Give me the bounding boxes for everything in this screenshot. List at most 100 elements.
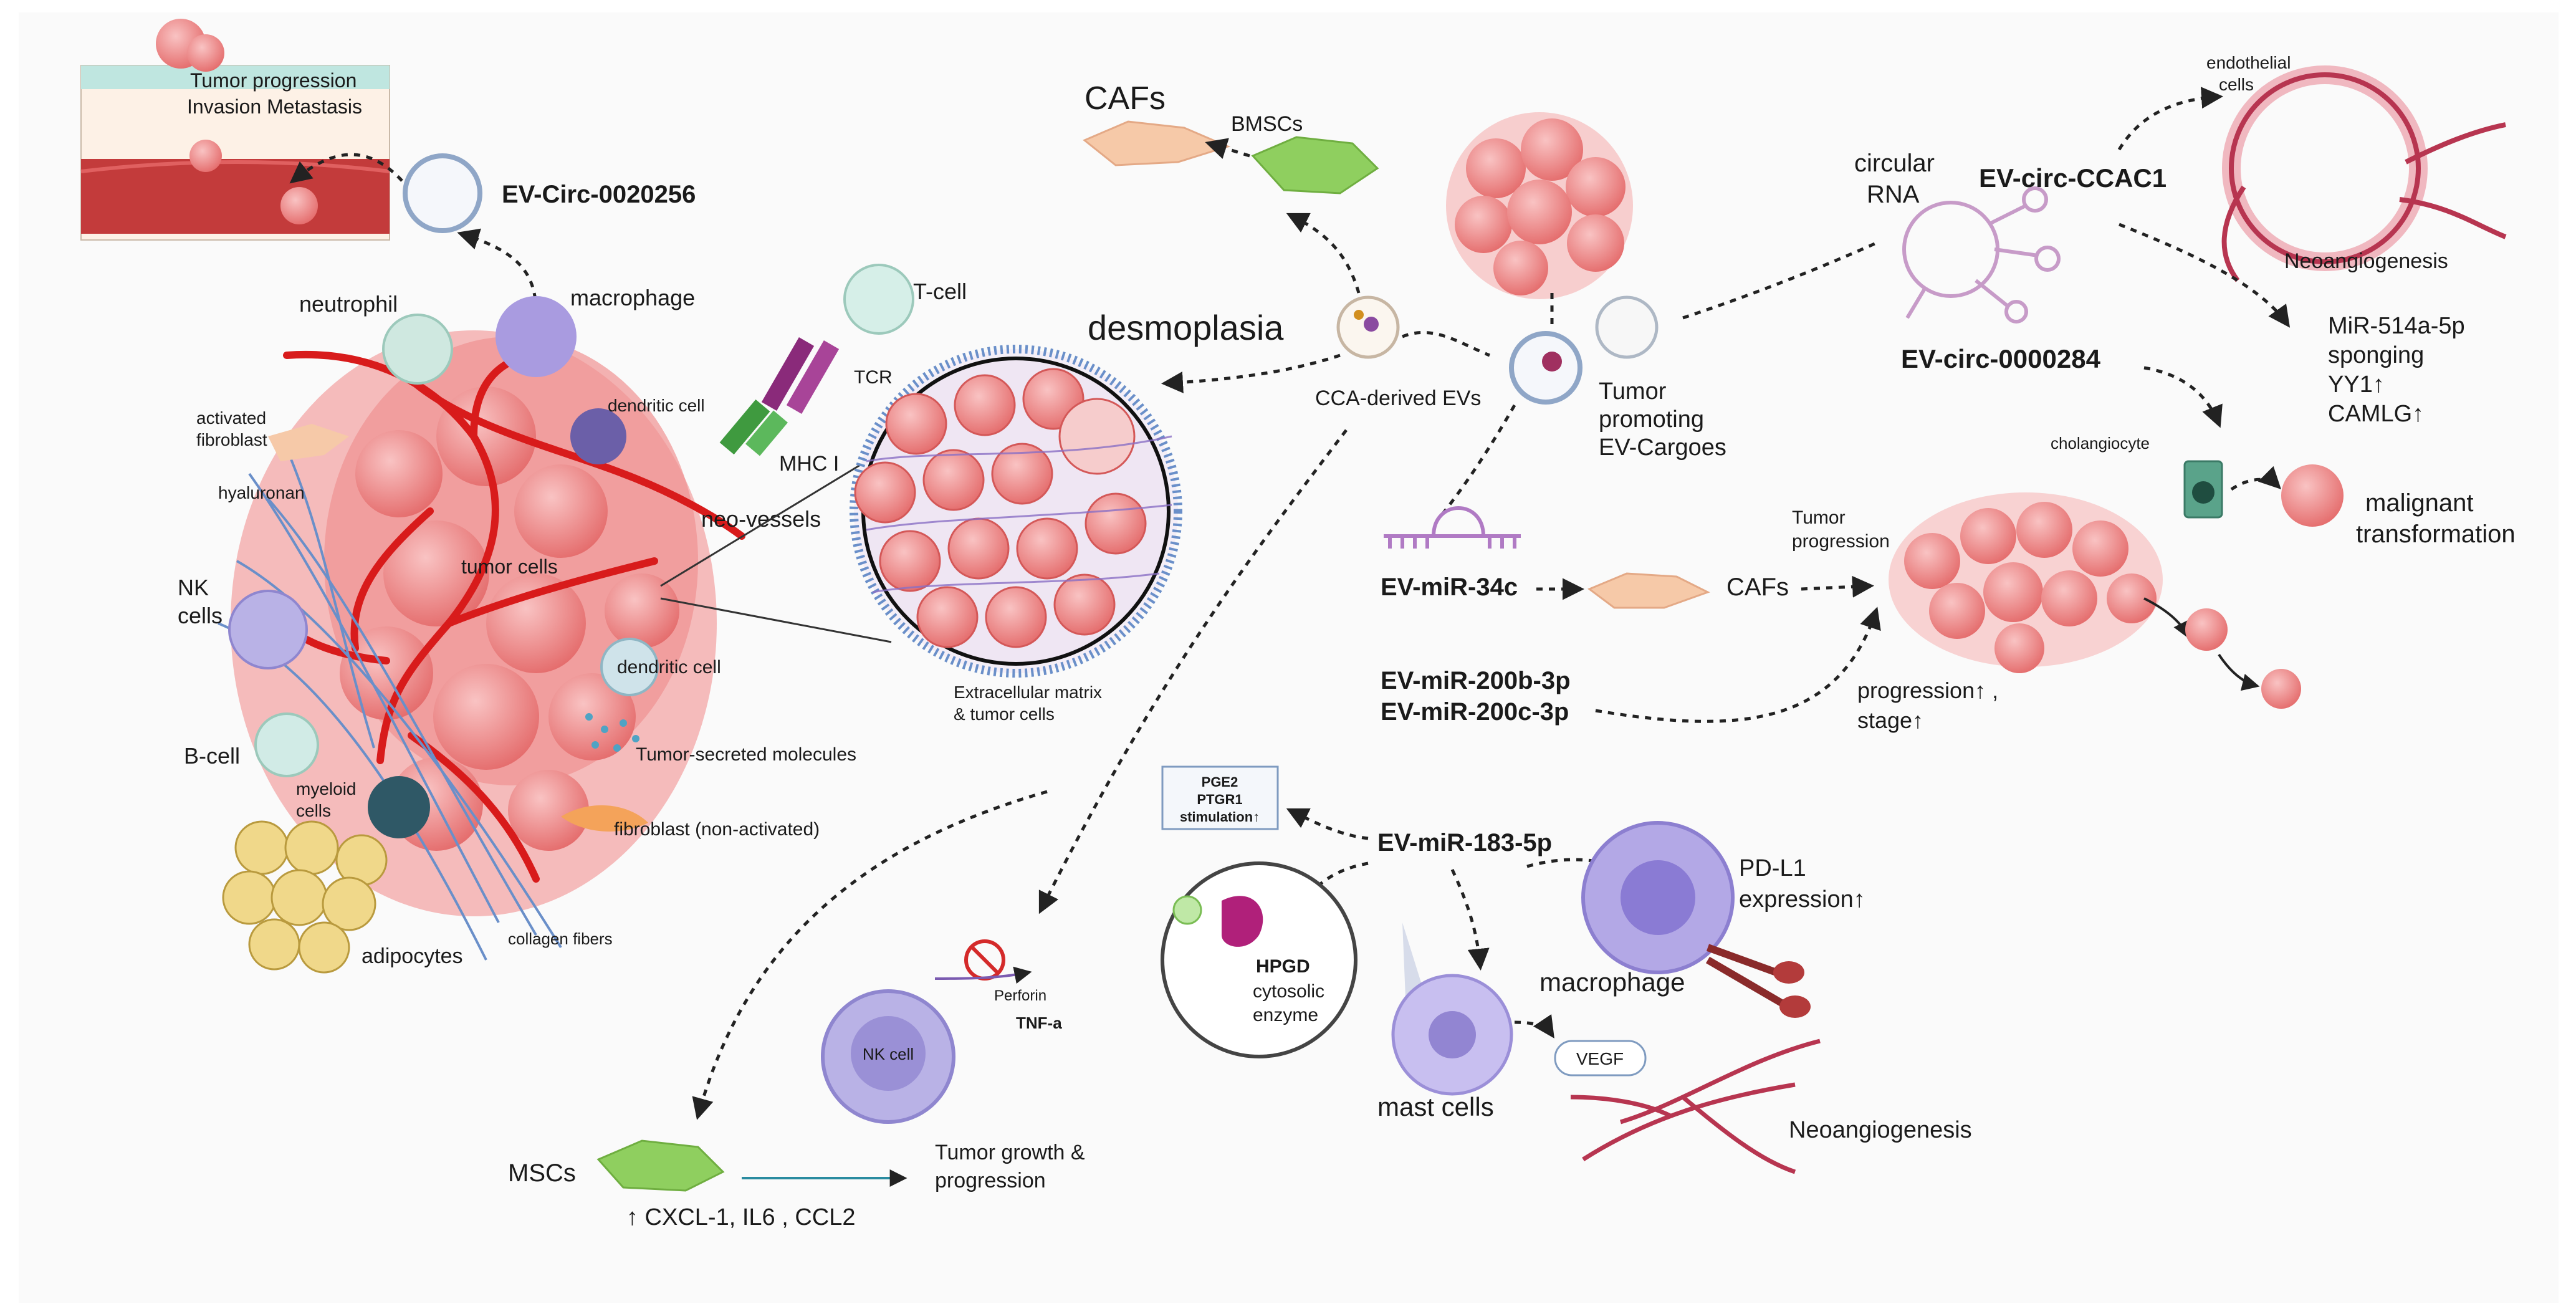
pge2-label-3: stimulation↑ — [1180, 809, 1260, 825]
malignant-label-1: malignant — [2365, 489, 2473, 517]
hpgd-zoom-circle — [1161, 861, 1357, 1058]
blood-vessel-panel — [80, 19, 390, 241]
neutrophil-icon — [382, 314, 453, 385]
link-cargo-to-mirna — [1439, 404, 1516, 519]
pdl1-label-2: expression↑ — [1739, 886, 1865, 913]
tumor-secreted-dots — [585, 713, 639, 752]
mir514-label-3: YY1↑ — [2328, 372, 2385, 398]
pge2-label-2: PTGR1 — [1197, 792, 1242, 807]
vessel-ring-icon — [2221, 65, 2507, 282]
tumor-promoting-label-3: EV-Cargoes — [1599, 434, 1726, 461]
ev-cargo-vesicle-icon — [1595, 295, 1659, 359]
cafs-mid-label: CAFs — [1726, 573, 1789, 601]
cafs-mid-icon — [1587, 572, 1710, 609]
ecm-zoom-circle — [850, 345, 1182, 678]
activated-fibroblast-label-1: activated — [196, 408, 266, 428]
ecm-label-1: Extracellular matrix — [954, 683, 1102, 702]
pdl1-label-1: PD-L1 — [1739, 855, 1806, 881]
invasion-metastasis-label: Invasion Metastasis — [187, 95, 362, 118]
myeloid-label-1: myeloid — [296, 779, 356, 798]
tumor-progression-label: Tumor progression — [190, 69, 357, 92]
bmscs-icon — [1251, 136, 1379, 194]
malignant-label-2: transformation — [2356, 520, 2516, 548]
mir514-label-2: sponging — [2328, 342, 2424, 368]
nk-cells-icon — [228, 590, 308, 669]
mscs-label: MSCs — [508, 1159, 576, 1187]
vegf-pill — [1554, 1040, 1647, 1077]
cxcl-label: ↑ CXCL-1, IL6 , CCL2 — [626, 1204, 855, 1230]
tumor-progression-mid-label-1: Tumor — [1792, 507, 1846, 528]
mhc-icon — [719, 399, 770, 455]
mast-cells-label: mast cells — [1377, 1092, 1494, 1121]
adipocytes-icon — [222, 820, 388, 974]
t-cell-label: T-cell — [913, 279, 967, 304]
mhc-label: MHC I — [779, 452, 839, 476]
progression-stage-label-2: stage↑ — [1857, 707, 1923, 733]
tumor-progression-mid-label-2: progression — [1792, 531, 1890, 552]
mirna-icon — [1384, 506, 1521, 549]
macrophage-bottom-icon — [1581, 821, 1811, 1018]
macrophage-top-icon — [496, 296, 577, 377]
nk-cell-inner-label: NK cell — [863, 1045, 914, 1063]
ev-mir-200c-label: EV-miR-200c-3p — [1381, 698, 1569, 726]
macrophage-top-label: macrophage — [570, 285, 695, 310]
tcr-receptor-icon — [761, 337, 815, 411]
neoangiogenesis-top-label: Neoangiogenesis — [2284, 249, 2448, 273]
circular-rna-icon — [1902, 186, 2061, 324]
tumor-cluster-mid — [1889, 492, 2163, 673]
t-cell-icon — [843, 264, 914, 335]
tumor-secreted-label: Tumor-secreted molecules — [636, 744, 856, 765]
myeloid-label-2: cells — [296, 801, 331, 820]
metastatic-cell-2 — [2261, 669, 2301, 709]
hyaluronan-label: hyaluronan — [218, 483, 305, 502]
neo-vessels-label: neo-vessels — [701, 506, 821, 532]
cafs-top-label: CAFs — [1085, 80, 1166, 117]
fibroblast-non-activated-icon — [561, 805, 648, 832]
mscs-icon — [596, 1139, 725, 1192]
arrow-to-cholangiocyte — [2143, 366, 2223, 428]
link-evs-to-cargoes — [1402, 330, 1490, 357]
tnf-label: TNF-a — [1016, 1014, 1062, 1032]
ev-circ-ccac1-label: EV-circ-CCAC1 — [1979, 163, 2167, 193]
hpgd-label: HPGD — [1256, 956, 1310, 977]
ev-mir-200b-label: EV-miR-200b-3p — [1381, 667, 1571, 694]
ev-vesicle-icon — [403, 153, 482, 233]
arrow-to-endothelial — [2117, 87, 2223, 151]
tumor-cells-label: tumor cells — [461, 555, 558, 578]
dendritic-cell-mid-label: dendritic cell — [617, 657, 721, 678]
circular-rna-label-2: RNA — [1867, 181, 1920, 208]
neoangiogenesis-bottom-label: Neoangiogenesis — [1789, 1117, 1972, 1143]
vegf-label: VEGF — [1576, 1049, 1624, 1068]
b-cell-label: B-cell — [184, 743, 240, 769]
neutrophil-label: neutrophil — [299, 291, 398, 317]
arrow-mir183-to-macrophage — [1526, 855, 1637, 875]
tumor-promoting-label-1: Tumor — [1599, 378, 1667, 405]
tumor-growth-label-1: Tumor growth & — [935, 1141, 1085, 1164]
cholangiocyte-label: cholangiocyte — [2051, 434, 2150, 453]
activated-fibroblast-icon — [268, 424, 349, 461]
perforin-label: Perforin — [994, 987, 1046, 1004]
pge2-box — [1161, 765, 1279, 830]
desmoplasia-label: desmoplasia — [1088, 308, 1284, 347]
bmscs-label: BMSCs — [1231, 112, 1303, 136]
arrow-to-mscs — [692, 790, 1048, 1120]
dendritic-cell-mid-icon — [600, 638, 659, 696]
tcr-label: TCR — [854, 367, 893, 388]
arrow-mir183-to-pge2 — [1286, 808, 1369, 840]
macrophage-bottom-label: macrophage — [1539, 967, 1685, 997]
ev-mir-34c-label: EV-miR-34c — [1381, 573, 1518, 601]
progression-stage-label-1: progression↑ , — [1857, 678, 1998, 703]
arrow-evs-to-nk — [1038, 429, 1348, 914]
circulating-tumor-cell — [280, 187, 318, 224]
nk-cells-label-2: cells — [178, 603, 223, 628]
metastatic-cell-1 — [2185, 608, 2228, 651]
collagen-fibers-label: collagen fibers — [508, 929, 613, 948]
zoom-line-top — [660, 460, 867, 587]
arrow-evs-to-desmoplasia — [1161, 353, 1341, 393]
endothelial-label-1: endothelial — [2206, 53, 2291, 72]
ev-circ-0020256-label: EV-Circ-0020256 — [502, 181, 696, 208]
b-cell-icon — [254, 712, 319, 777]
myeloid-cell-icon — [368, 776, 430, 838]
